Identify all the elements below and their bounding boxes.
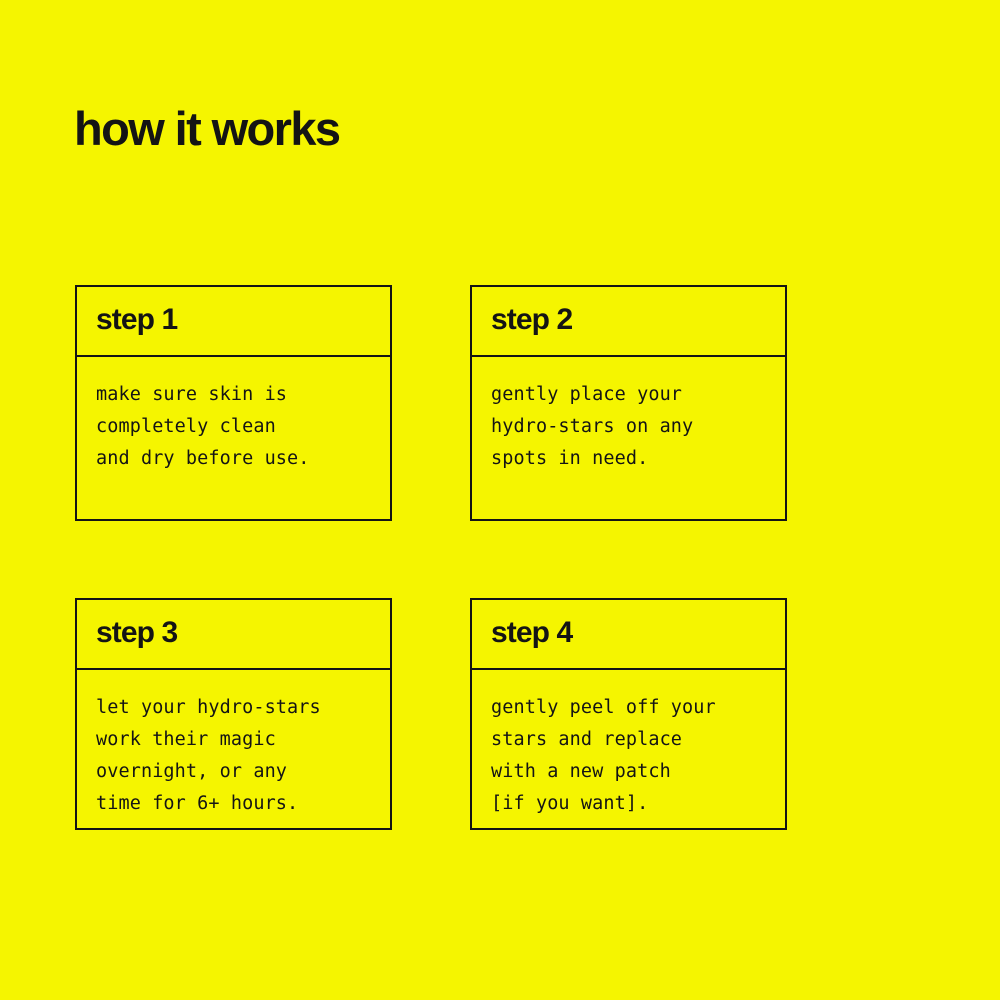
step-card-3-body: let your hydro-stars work their magic ov…	[77, 670, 390, 828]
step-card-1-text: make sure skin is completely clean and d…	[96, 384, 310, 469]
step-card-2-body: gently place your hydro-stars on any spo…	[472, 357, 785, 519]
step-card-4-title: step 4	[491, 616, 573, 649]
step-card-3-header: step 3	[77, 600, 390, 670]
step-card-3-text: let your hydro-stars work their magic ov…	[96, 697, 321, 814]
step-card-3-title: step 3	[96, 616, 178, 649]
step-card-4-header: step 4	[472, 600, 785, 670]
step-card-4-text: gently peel off your stars and replace w…	[491, 697, 716, 814]
step-card-4-body: gently peel off your stars and replace w…	[472, 670, 785, 828]
step-card-2-header: step 2	[472, 287, 785, 357]
steps-grid: step 1 make sure skin is completely clea…	[75, 285, 787, 830]
step-card-1-title: step 1	[96, 303, 178, 336]
step-card-3: step 3 let your hydro-stars work their m…	[75, 598, 392, 830]
step-card-2-title: step 2	[491, 303, 573, 336]
step-card-1-header: step 1	[77, 287, 390, 357]
step-card-2: step 2 gently place your hydro-stars on …	[470, 285, 787, 521]
step-card-1-body: make sure skin is completely clean and d…	[77, 357, 390, 519]
step-card-4: step 4 gently peel off your stars and re…	[470, 598, 787, 830]
step-card-1: step 1 make sure skin is completely clea…	[75, 285, 392, 521]
step-card-2-text: gently place your hydro-stars on any spo…	[491, 384, 694, 469]
page-title: how it works	[74, 102, 341, 155]
